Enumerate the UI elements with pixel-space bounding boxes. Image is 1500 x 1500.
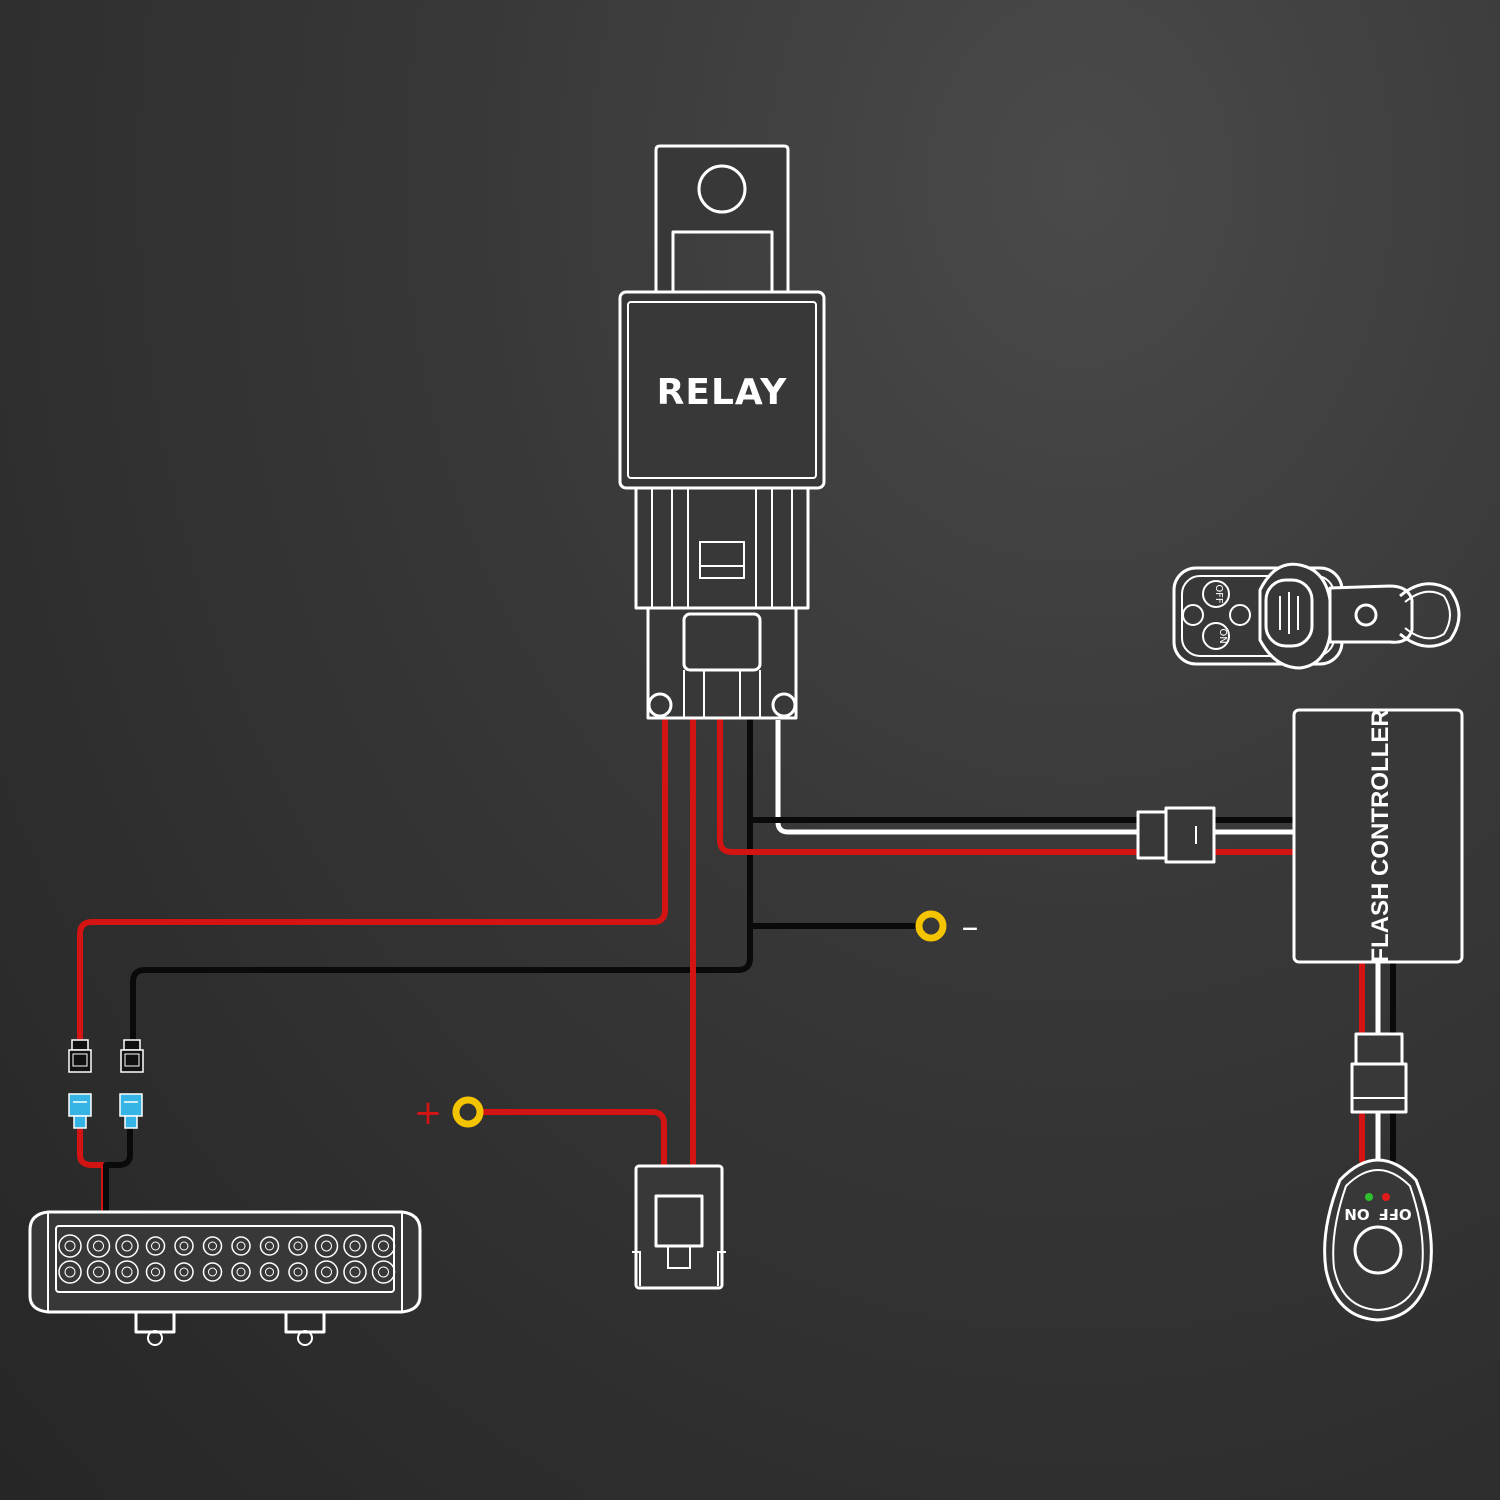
led-lens-inner bbox=[64, 1266, 76, 1278]
led-lens bbox=[145, 1236, 166, 1256]
led-lens-inner bbox=[236, 1267, 246, 1277]
led-lens bbox=[231, 1262, 251, 1282]
negative-symbol: – bbox=[962, 907, 979, 947]
led-lens bbox=[202, 1262, 223, 1282]
spade-connector-female-left bbox=[68, 1039, 92, 1073]
led-lens-inner bbox=[208, 1241, 217, 1251]
led-lens-inner bbox=[349, 1240, 361, 1252]
led-lens bbox=[145, 1262, 166, 1282]
led-lens bbox=[314, 1234, 339, 1258]
led-lens bbox=[231, 1236, 251, 1256]
led-light-bar-icon bbox=[28, 1210, 422, 1346]
led-lens-inner bbox=[93, 1240, 104, 1252]
led-lens bbox=[58, 1260, 82, 1284]
led-lens-inner bbox=[64, 1240, 76, 1252]
led-lens-inner bbox=[236, 1241, 246, 1251]
led-lens bbox=[58, 1234, 82, 1258]
positive-ring-terminal-icon: + bbox=[414, 1093, 484, 1133]
wire-red-lightbar bbox=[77, 717, 668, 1043]
switch-led-red bbox=[1382, 1193, 1390, 1201]
led-lens bbox=[343, 1234, 367, 1258]
ground-ring-terminal-icon: – bbox=[915, 907, 979, 947]
led-lens bbox=[259, 1262, 280, 1282]
led-lens bbox=[115, 1260, 139, 1284]
relay-label: RELAY bbox=[657, 372, 788, 413]
led-lens-inner bbox=[293, 1241, 303, 1251]
spade-connector-female-right bbox=[120, 1039, 144, 1073]
fuse-holder-icon bbox=[632, 1164, 726, 1290]
led-lens bbox=[343, 1260, 367, 1284]
positive-symbol: + bbox=[414, 1093, 443, 1133]
remote-off-label: OFF bbox=[1213, 584, 1224, 604]
led-lens-inner bbox=[378, 1266, 389, 1278]
led-lens-inner bbox=[321, 1240, 332, 1252]
wire-red-controller bbox=[717, 717, 1143, 855]
flash-controller-icon: FLASH CONTROLLER bbox=[1292, 708, 1464, 964]
led-lens bbox=[202, 1236, 223, 1256]
led-lens-inner bbox=[121, 1266, 133, 1278]
led-lens-inner bbox=[321, 1266, 332, 1278]
remote-on-label: ON bbox=[1217, 628, 1228, 643]
led-lens bbox=[314, 1260, 339, 1284]
wire-black-pigtail bbox=[103, 1123, 133, 1213]
spade-connector-male-right bbox=[119, 1093, 143, 1129]
switch-led-green bbox=[1365, 1193, 1373, 1201]
wire-red-pigtail bbox=[77, 1123, 107, 1213]
led-lens bbox=[371, 1260, 396, 1284]
led-lens-inner bbox=[151, 1267, 160, 1277]
wire-black-ground-trunk bbox=[130, 717, 753, 1043]
led-lens bbox=[115, 1234, 139, 1258]
led-lens-inner bbox=[151, 1241, 160, 1251]
led-lens bbox=[288, 1262, 308, 1282]
led-lens bbox=[86, 1260, 111, 1284]
switch-on-label: ON bbox=[1344, 1205, 1369, 1223]
led-lens-inner bbox=[121, 1240, 133, 1252]
flash-controller-label: FLASH CONTROLLER bbox=[1367, 709, 1394, 962]
wire-white-controller bbox=[775, 720, 1140, 835]
led-lens-inner bbox=[349, 1266, 361, 1278]
led-lens bbox=[259, 1236, 280, 1256]
inline-connector-icon bbox=[1136, 806, 1216, 864]
led-lens bbox=[174, 1236, 194, 1256]
wires bbox=[77, 717, 1396, 1213]
led-lens-inner bbox=[179, 1267, 189, 1277]
led-lens-inner bbox=[293, 1267, 303, 1277]
led-lens bbox=[174, 1262, 194, 1282]
rocker-switch-icon: ON OFF bbox=[1323, 1032, 1433, 1322]
led-grid bbox=[58, 1234, 396, 1284]
wire-red-battery bbox=[479, 1109, 667, 1171]
led-lens-inner bbox=[208, 1267, 217, 1277]
led-lens bbox=[288, 1236, 308, 1256]
led-lens-inner bbox=[265, 1241, 274, 1251]
switch-off-label: OFF bbox=[1378, 1205, 1411, 1223]
led-lens bbox=[86, 1234, 111, 1258]
led-lens-inner bbox=[93, 1266, 104, 1278]
led-lens-inner bbox=[378, 1240, 389, 1252]
led-lens-inner bbox=[179, 1241, 189, 1251]
remote-control-icon: OFF ON bbox=[1172, 562, 1461, 670]
led-lens-inner bbox=[265, 1267, 274, 1277]
led-lens bbox=[371, 1234, 396, 1258]
spade-connector-icon bbox=[68, 1039, 144, 1129]
spade-connector-male-left bbox=[68, 1093, 92, 1129]
relay-icon: RELAY bbox=[618, 144, 826, 720]
